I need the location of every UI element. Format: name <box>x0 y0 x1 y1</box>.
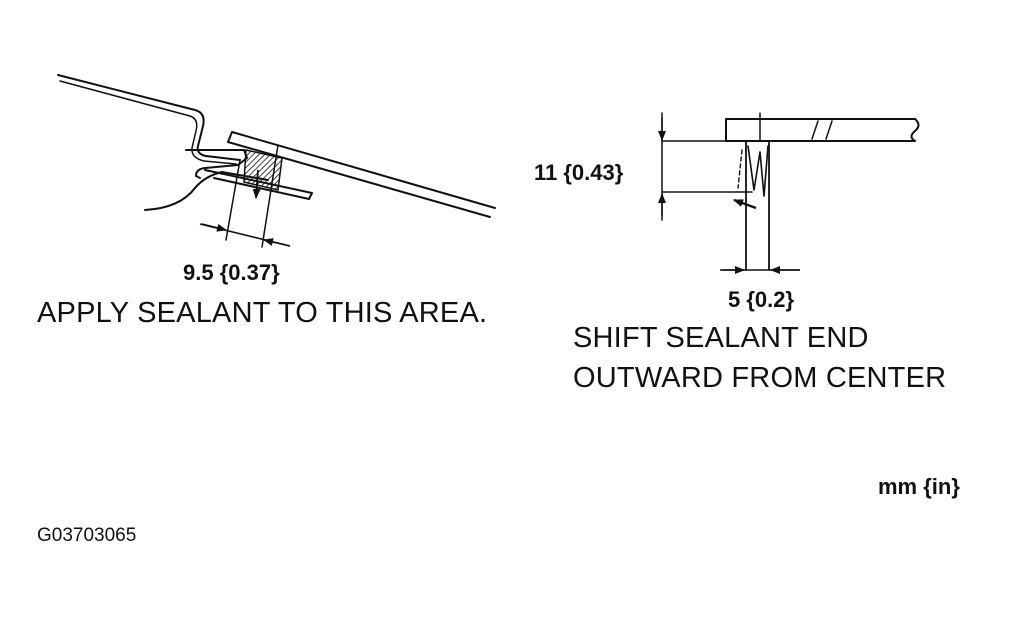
dimension-label-9-5: 9.5 {0.37} <box>183 260 280 285</box>
left-cross-section <box>57 74 496 248</box>
figure-id: G03703065 <box>37 525 137 546</box>
retainer-clip <box>185 149 248 179</box>
dim-arrow-left <box>201 223 227 232</box>
sealant-end-dashed <box>737 149 743 189</box>
right-section <box>661 112 920 271</box>
dim-arrow-right <box>263 238 291 247</box>
glass-pane <box>227 131 496 218</box>
shift-sealant-instruction-line2: OUTWARD FROM CENTER <box>573 362 947 394</box>
dimension-label-5: 5 {0.2} <box>728 287 795 312</box>
break-edge <box>910 118 920 142</box>
body-panel-flange-inner <box>59 80 237 165</box>
sealant-pointer <box>252 169 261 199</box>
body-panel-flange <box>57 74 241 161</box>
horizontal-member <box>725 118 916 142</box>
apply-sealant-instruction: APPLY SEALANT TO THIS AREA. <box>37 297 488 329</box>
extension-line-left <box>225 159 241 241</box>
bar-mark-2 <box>825 120 833 140</box>
units-label: mm {in} <box>878 474 960 499</box>
shift-outward-arrow <box>733 198 757 210</box>
dimension-label-11: 11 {0.43} <box>534 160 624 185</box>
sealant-area-hatch <box>243 149 283 191</box>
shift-sealant-instruction-line1: SHIFT SEALANT END <box>573 322 869 354</box>
lower-body-wall <box>144 171 269 211</box>
sealant-end-zigzag <box>747 145 769 197</box>
bar-mark-1 <box>811 120 819 140</box>
